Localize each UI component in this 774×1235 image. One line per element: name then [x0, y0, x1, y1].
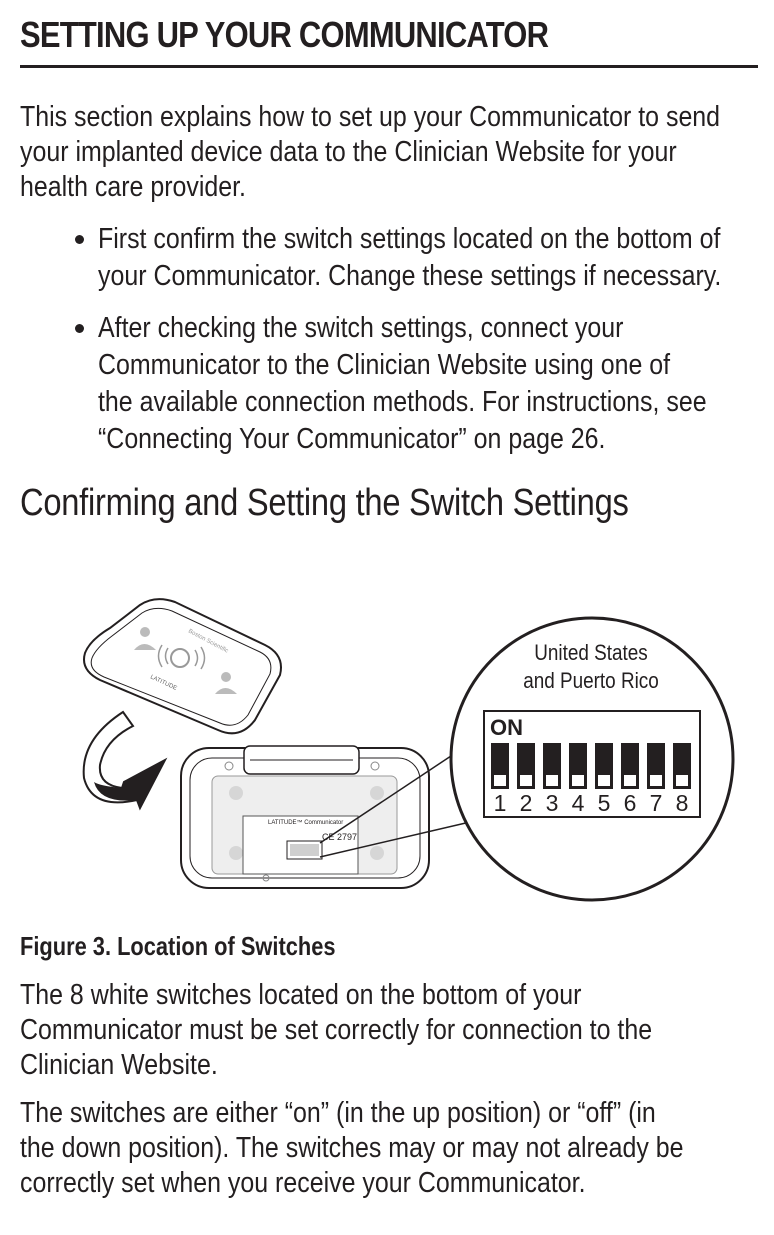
bullet-line: your Communicator. Change these settings…	[98, 260, 722, 292]
bullet-line: the available connection methods. For in…	[98, 386, 707, 418]
title-rule	[20, 65, 758, 68]
ce-mark: CE 2797	[322, 832, 357, 842]
figure-caption: Figure 3. Location of Switches	[20, 931, 336, 961]
switch-number: 3	[546, 790, 559, 816]
flip-arrow	[82, 710, 168, 811]
switch-number: 6	[624, 790, 637, 816]
figure-illustration: Boston Scientific LATITUDE	[82, 598, 735, 902]
communicator-bottom-view: LATITUDE™ Communicator CE 2797	[180, 745, 430, 889]
bullet-text: First confirm the switch settings locate…	[98, 222, 721, 294]
switch-position-paragraph: The switches are either “on” (in the up …	[20, 1096, 684, 1201]
wireless-waves-icon	[194, 646, 206, 670]
on-label: ON	[490, 715, 523, 740]
switch-number: 1	[494, 790, 507, 816]
switch-number: 4	[572, 790, 585, 816]
bullet-line: Communicator to the Clinician Website us…	[98, 349, 671, 381]
switch-numbers: 1 2 3 4 5 6 7 8	[494, 790, 689, 816]
intro-line: This section explains how to set up your…	[20, 101, 721, 133]
callout-line	[319, 821, 471, 858]
switch-number: 5	[598, 790, 611, 816]
bullet-text: After checking the switch settings, conn…	[98, 311, 707, 457]
switch-location-figure: Boston Scientific LATITUDE	[0, 560, 774, 905]
paragraph-line: The switches are either “on” (in the up …	[20, 1097, 656, 1129]
device-label-title: LATITUDE™ Communicator	[268, 819, 343, 826]
bullet-line: “Connecting Your Communicator” on page 2…	[98, 423, 606, 455]
communicator-top-view: Boston Scientific LATITUDE	[83, 598, 282, 735]
section-title: SETTING UP YOUR COMMUNICATOR	[20, 14, 549, 55]
bullet-dot	[75, 235, 84, 244]
paragraph-line: correctly set when you receive your Comm…	[20, 1167, 586, 1199]
bullet-line: After checking the switch settings, conn…	[98, 312, 624, 344]
subsection-title: Confirming and Setting the Switch Settin…	[20, 482, 629, 524]
bullet-line: First confirm the switch settings locate…	[98, 223, 721, 255]
switch-zoom-callout: United States and Puerto Rico ON	[449, 616, 735, 902]
doctor-icon	[221, 672, 231, 682]
intro-line: health care provider.	[20, 171, 246, 203]
paragraph-line: Communicator must be set correctly for c…	[20, 1014, 653, 1046]
switch-description-paragraph: The 8 white switches located on the bott…	[20, 978, 652, 1083]
person-icon	[140, 627, 150, 637]
paragraph-line: The 8 white switches located on the bott…	[20, 979, 582, 1011]
region-label-line1: United States	[534, 641, 647, 666]
intro-paragraph: This section explains how to set up your…	[20, 100, 720, 205]
bullet-dot	[75, 324, 84, 333]
paragraph-line: Clinician Website.	[20, 1049, 218, 1081]
switch-number: 2	[520, 790, 533, 816]
region-label-line2: and Puerto Rico	[523, 669, 659, 694]
paragraph-line: the down position). The switches may or …	[20, 1132, 684, 1164]
callout-line	[319, 749, 461, 844]
switch-number: 7	[650, 790, 663, 816]
intro-line: your implanted device data to the Clinic…	[20, 136, 677, 168]
heart-icon	[170, 648, 190, 668]
switch-number: 8	[676, 790, 689, 816]
dip-switches	[491, 743, 691, 789]
